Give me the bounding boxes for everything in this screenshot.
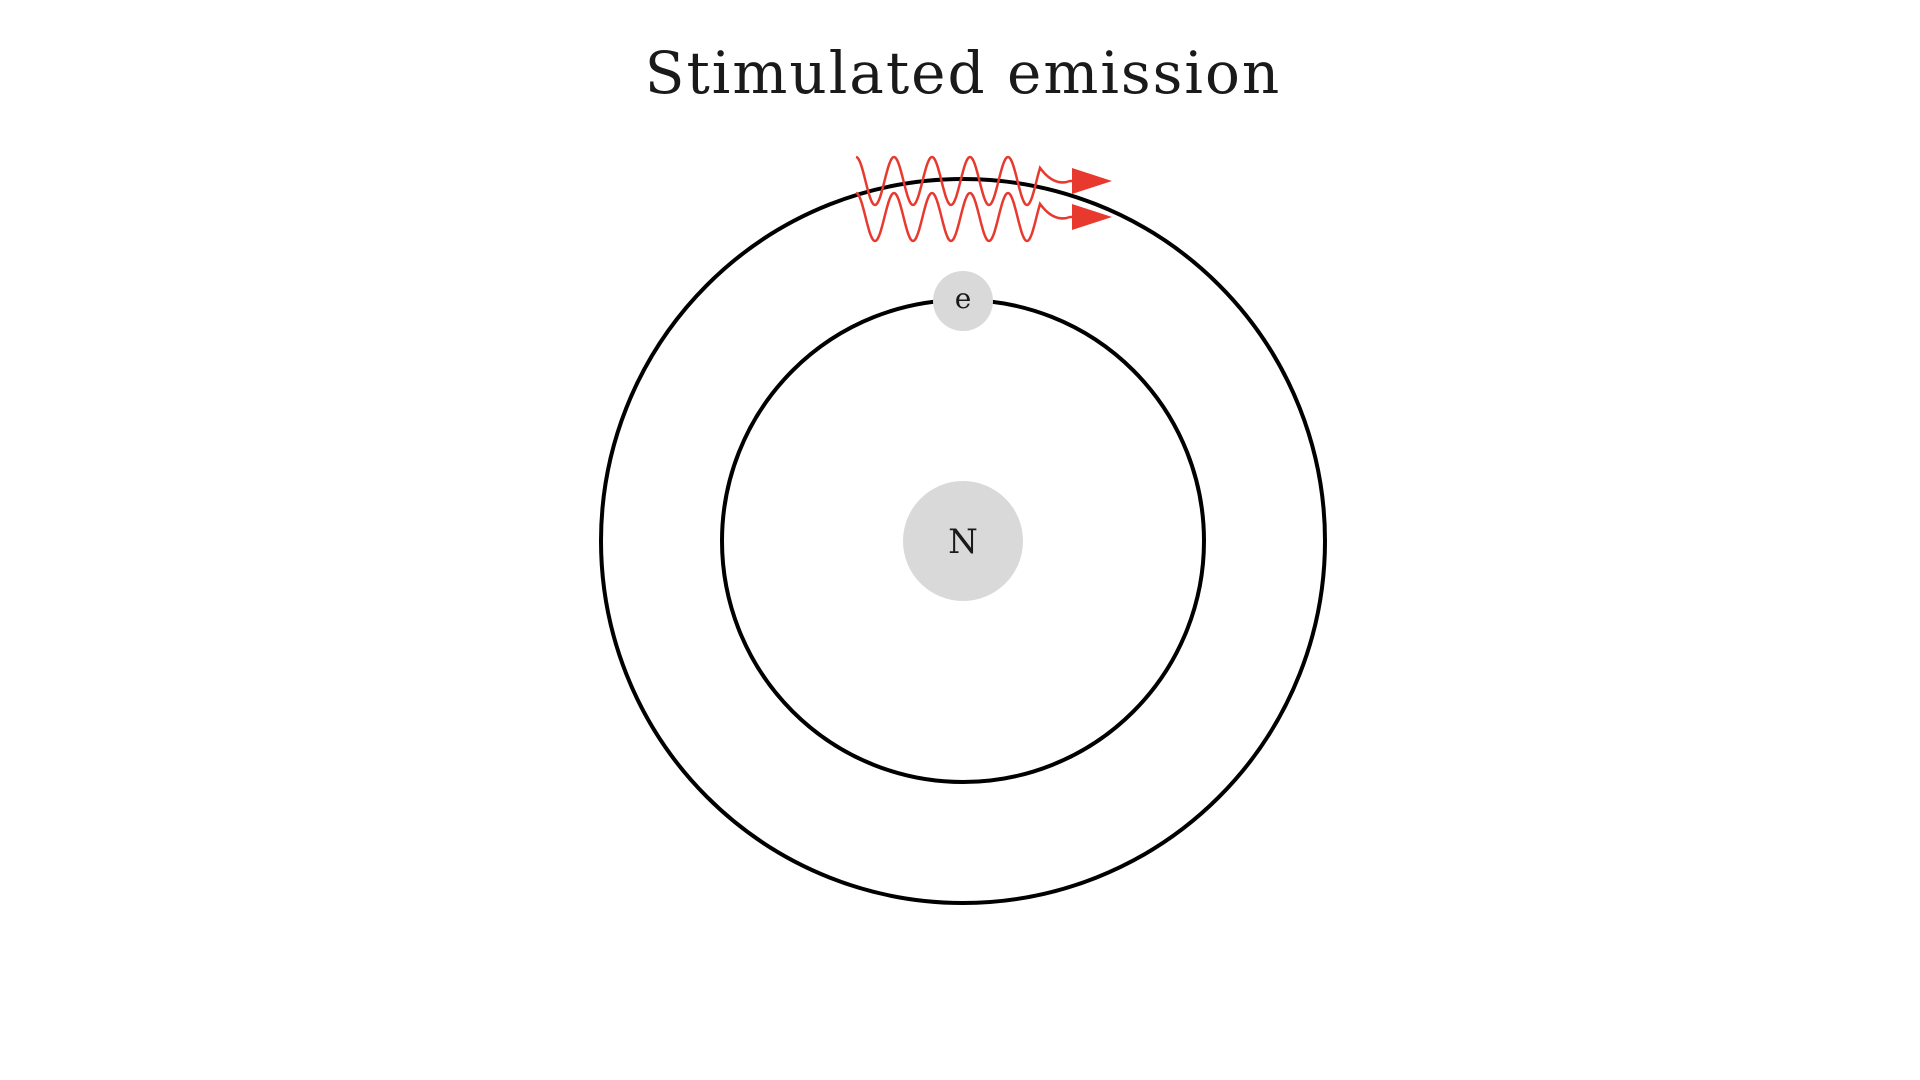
electron-label: e	[955, 282, 972, 315]
wavy-arrow-icon	[1072, 204, 1112, 230]
nucleus-circle	[903, 481, 1023, 601]
emitted-photon-wave	[855, 191, 1075, 243]
wavy-arrow-icon	[1072, 168, 1112, 194]
incident-photon-wave	[855, 155, 1075, 207]
emitted-photon	[855, 191, 1112, 243]
electron: e	[933, 271, 993, 331]
incident-photon	[855, 155, 1112, 207]
outer-orbit	[599, 177, 1327, 905]
diagram-title: Stimulated emission	[645, 39, 1282, 107]
electron-circle	[933, 271, 993, 331]
nucleus-label: N	[948, 522, 978, 562]
nucleus: N	[903, 481, 1023, 601]
